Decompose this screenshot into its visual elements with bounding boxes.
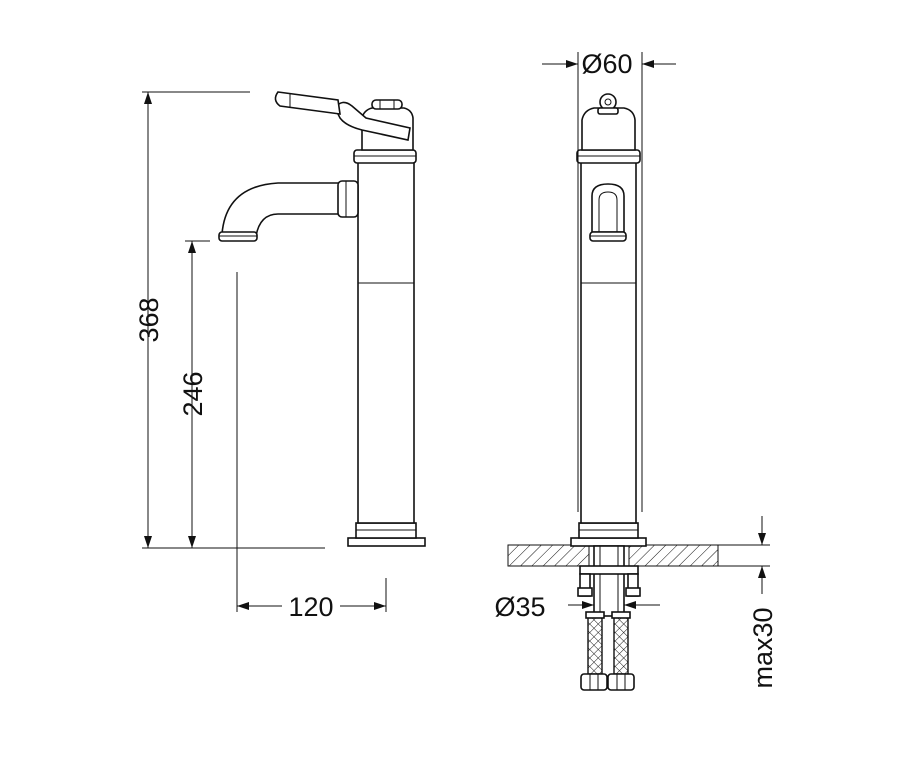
label-368: 368	[134, 297, 164, 342]
dimension-top-diameter: Ø60	[542, 49, 676, 512]
label-120: 120	[288, 592, 333, 622]
label-max30: max30	[748, 607, 778, 688]
dimension-spout-height: 246	[178, 240, 210, 548]
side-cartridge-cap	[371, 99, 403, 110]
front-cartridge-head	[581, 107, 636, 151]
flex-hose-right	[613, 615, 629, 675]
label-246: 246	[178, 371, 208, 416]
dimension-max-thickness: max30	[718, 516, 778, 689]
front-spout	[591, 183, 625, 233]
side-view	[218, 91, 426, 547]
side-spout-collar	[337, 180, 359, 218]
fixing-plate	[579, 565, 639, 575]
dimension-base-diameter: Ø35	[494, 592, 660, 622]
mounting-shank	[593, 545, 625, 617]
front-base-plate	[570, 537, 647, 547]
flex-hose-left	[587, 615, 603, 675]
dimension-total-height: 368	[134, 91, 325, 549]
side-lever-handle	[274, 91, 341, 115]
side-lever-base	[334, 101, 411, 141]
hose-nut-left	[580, 673, 608, 691]
side-base-plate	[347, 537, 426, 547]
front-view	[507, 93, 719, 691]
label-d35: Ø35	[494, 592, 545, 622]
side-spout	[221, 182, 341, 237]
hose-nut-right	[607, 673, 635, 691]
side-body	[357, 161, 415, 524]
dimension-spout-reach: 120	[236, 272, 387, 622]
label-d60: Ø60	[581, 49, 632, 79]
